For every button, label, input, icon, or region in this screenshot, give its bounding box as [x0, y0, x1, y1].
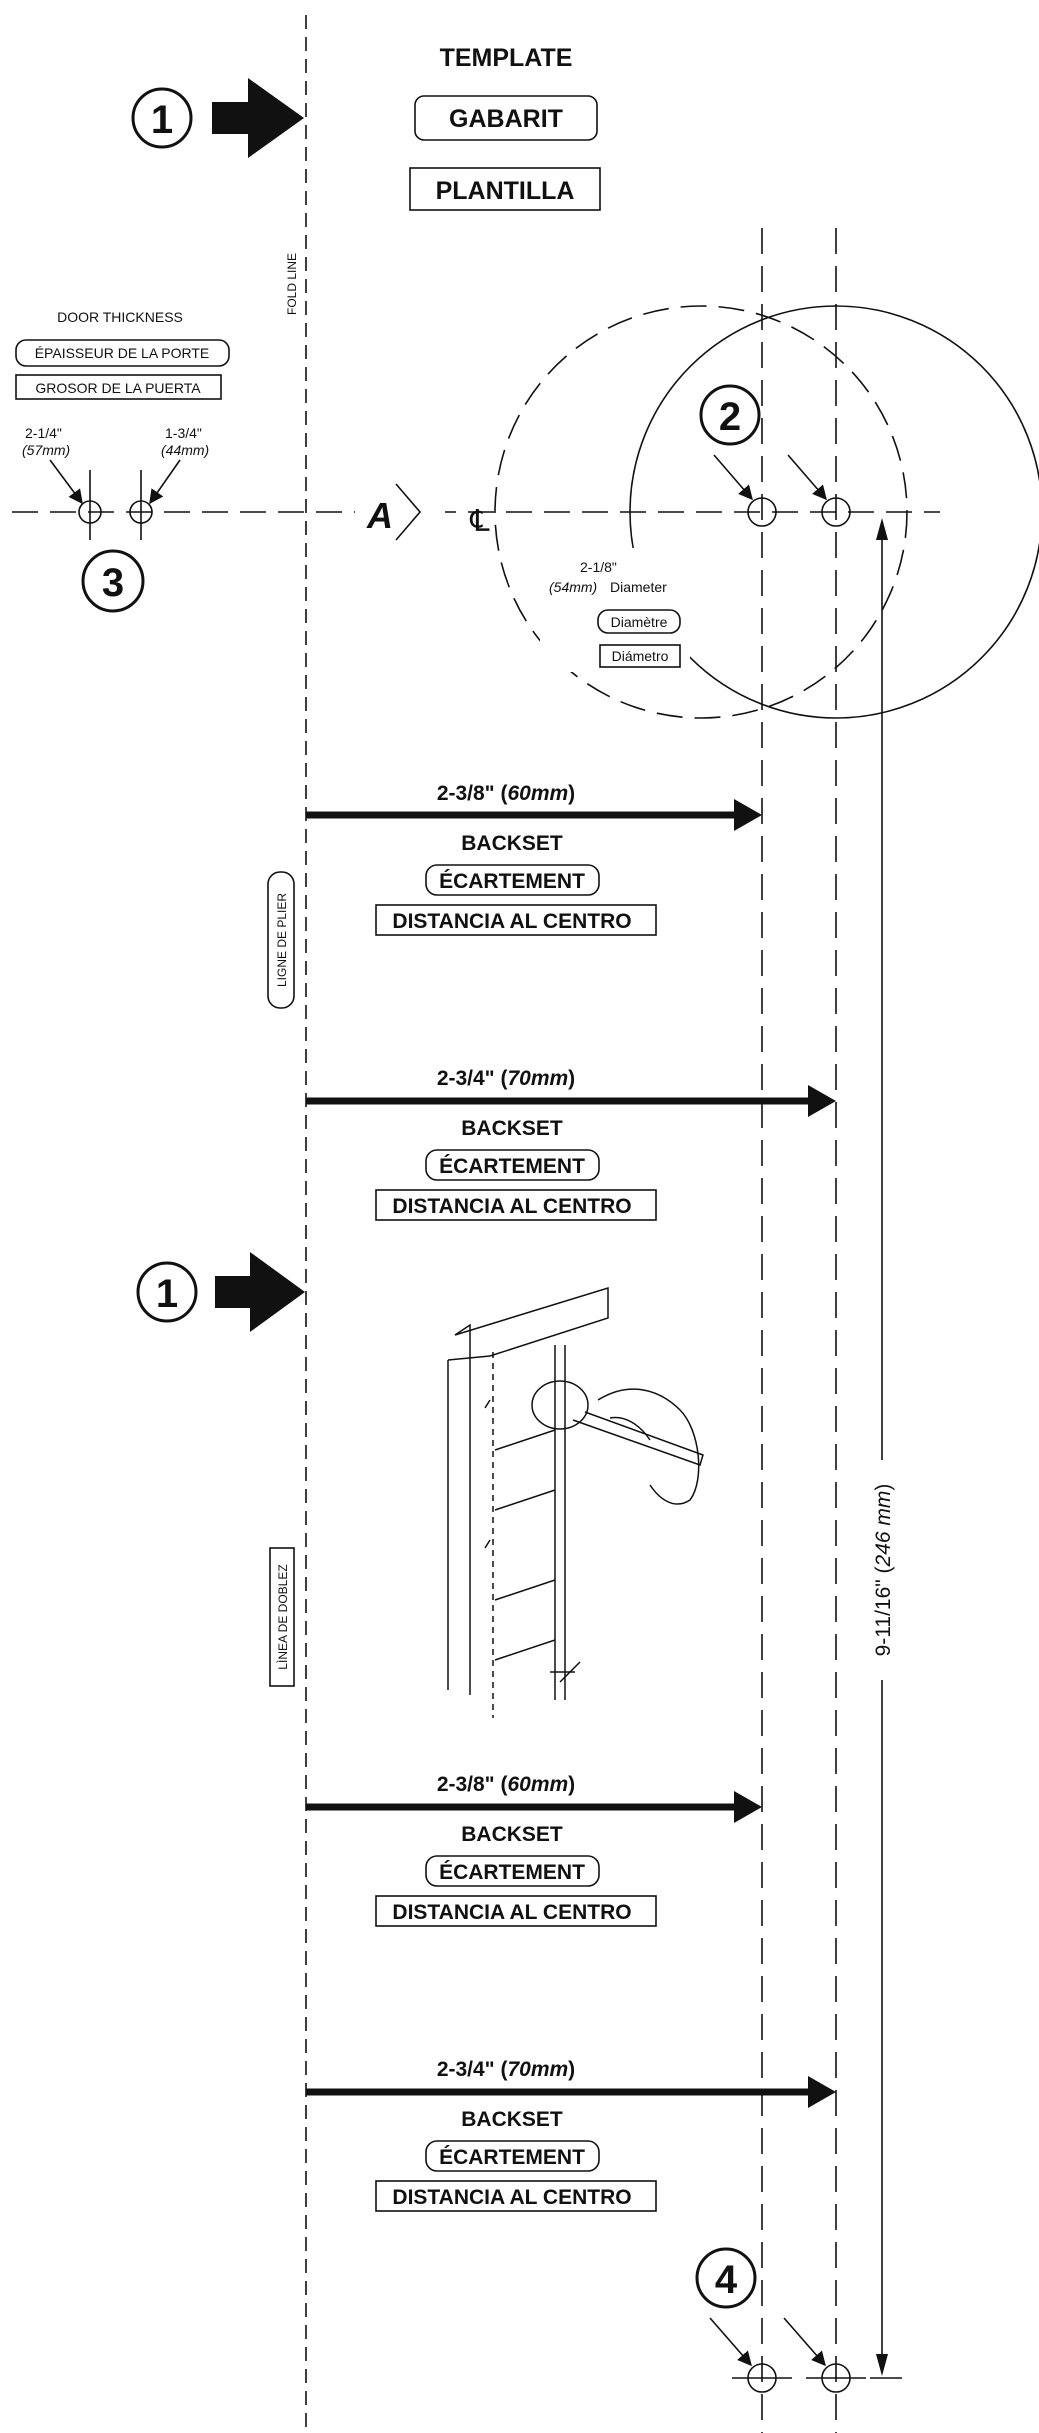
bore-circle-60	[494, 305, 908, 719]
vertical-dimension	[870, 518, 902, 2379]
backset-2-label-fr: ÉCARTEMENT	[439, 1155, 585, 1178]
backset-block-4: 2-3/4" (70mm) BACKSET ÉCARTEMENT DISTANC…	[306, 2058, 836, 2212]
step-3-number: 3	[102, 561, 124, 605]
backset-4-label-fr-box	[425, 2140, 600, 2172]
backset-3-size: 2-3/8" (60mm)	[437, 1773, 575, 1796]
door-edge-mark-44	[129, 470, 153, 540]
backset-1-size: 2-3/8" (60mm)	[437, 782, 575, 805]
backset-3-label-es: DISTANCIA AL CENTRO	[392, 1901, 631, 1924]
arrow-to-bottom-60	[709, 2317, 752, 2367]
bottom-mark-60	[732, 2363, 792, 2393]
step-1-number-top: 1	[151, 98, 173, 142]
door-thickness-label-fr: ÉPAISSEUR DE LA PORTE	[35, 345, 210, 361]
crossbore-mark-60	[747, 497, 777, 527]
backset-2-arrowhead	[808, 1085, 836, 1117]
title-gabarit-box	[414, 95, 598, 141]
backset-3-arrowhead	[734, 1791, 762, 1823]
backset-2-label-en: BACKSET	[461, 1117, 563, 1140]
title-gabarit: GABARIT	[449, 105, 563, 133]
door-thickness-label-en: DOOR THICKNESS	[57, 309, 183, 325]
backset-4-arrowhead	[808, 2076, 836, 2108]
bore-label-fr: Diamètre	[611, 614, 668, 630]
arrow-to-57	[49, 459, 83, 505]
vertical-dimension-label: 9-11/16" (246 mm)	[872, 1484, 895, 1657]
door-edge-mark-57	[78, 470, 102, 540]
centerline-chevron	[395, 483, 422, 541]
backset-2-size: 2-3/4" (70mm)	[437, 1067, 575, 1090]
backset-3-label-fr: ÉCARTEMENT	[439, 1861, 585, 1884]
title-plantilla-box	[409, 167, 601, 211]
backset-4-size: 2-3/4" (70mm)	[437, 2058, 575, 2081]
fold-line-label-fr: LIGNE DE PLIER	[275, 893, 289, 987]
backset-block-2: 2-3/4" (70mm) BACKSET ÉCARTEMENT DISTANC…	[306, 1067, 836, 1221]
backset-3-label-en: BACKSET	[461, 1823, 563, 1846]
centerline-marker-a: A	[366, 495, 393, 536]
bore-size-mm: (54mm)	[549, 579, 597, 595]
fold-line-label-fr-box	[267, 871, 295, 1009]
bottom-mark-70	[806, 2363, 866, 2393]
backset-4-label-en: BACKSET	[461, 2108, 563, 2131]
step-1-arrow-top	[212, 78, 304, 158]
backset-4-label-es: DISTANCIA AL CENTRO	[392, 2186, 631, 2209]
bore-circle-70	[629, 305, 1039, 719]
backset-4-label-es-box	[375, 2180, 657, 2212]
thickness-44mm: (44mm)	[161, 442, 209, 458]
backset-block-1: 2-3/8" (60mm) BACKSET ÉCARTEMENT DISTANC…	[306, 782, 762, 936]
backset-2-label-es: DISTANCIA AL CENTRO	[392, 1195, 631, 1218]
door-marking-illustration	[447, 1286, 704, 1718]
arrow-to-crossbore-60	[713, 454, 753, 501]
step-4-number: 4	[715, 2258, 738, 2302]
backset-2-label-es-box	[375, 1189, 657, 1221]
step-1-circle-middle	[136, 1261, 198, 1323]
step-4-circle	[695, 2247, 757, 2309]
step-1-arrow-middle	[215, 1252, 305, 1332]
backset-1-label-fr: ÉCARTEMENT	[439, 870, 585, 893]
title-plantilla: PLANTILLA	[436, 177, 575, 205]
bore-label-es: Diámetro	[612, 648, 669, 664]
thickness-2-1-4: 2-1/4"	[25, 425, 62, 441]
backset-1-label-fr-box	[425, 864, 600, 896]
bore-label-fr-box	[597, 609, 681, 634]
step-2-number: 2	[719, 395, 741, 439]
backset-1-label-es: DISTANCIA AL CENTRO	[392, 910, 631, 933]
crossbore-mark-70	[821, 497, 851, 527]
centerline-symbol: ℄	[469, 505, 490, 538]
arrow-to-44	[149, 459, 181, 505]
backset-3-label-es-box	[375, 1895, 657, 1927]
bore-label-en: Diameter	[610, 579, 667, 595]
step-2-circle	[699, 384, 761, 446]
centerline-label-mask	[355, 485, 445, 540]
door-thickness-label-es: GROSOR DE LA PUERTA	[35, 380, 201, 396]
arrow-to-crossbore-70	[787, 454, 827, 501]
door-thickness-label-fr-box	[15, 339, 230, 367]
fold-line-label-es: LÌNEA DE DOBLEZ	[275, 1564, 290, 1669]
step-1-number-middle: 1	[156, 1272, 178, 1316]
backset-4-label-fr: ÉCARTEMENT	[439, 2146, 585, 2169]
step-3-circle	[81, 549, 145, 613]
step-1-circle-top	[131, 87, 193, 149]
thickness-1-3-4: 1-3/4"	[165, 425, 202, 441]
backset-3-label-fr-box	[425, 1855, 600, 1887]
backset-1-label-en: BACKSET	[461, 832, 563, 855]
thickness-57mm: (57mm)	[22, 442, 70, 458]
backset-block-3: 2-3/8" (60mm) BACKSET ÉCARTEMENT DISTANC…	[306, 1773, 762, 1927]
arrow-to-bottom-70	[783, 2317, 826, 2367]
bore-size-in: 2-1/8"	[580, 559, 617, 575]
backset-1-label-es-box	[375, 904, 657, 936]
bore-label-es-box	[599, 644, 681, 668]
fold-line-label-en: FOLD LINE	[285, 253, 299, 315]
fold-line-label-es-box	[269, 1547, 295, 1687]
title-template: TEMPLATE	[440, 44, 573, 72]
backset-1-arrowhead	[734, 799, 762, 831]
backset-2-label-fr-box	[425, 1149, 600, 1181]
door-thickness-label-es-box	[15, 374, 222, 400]
